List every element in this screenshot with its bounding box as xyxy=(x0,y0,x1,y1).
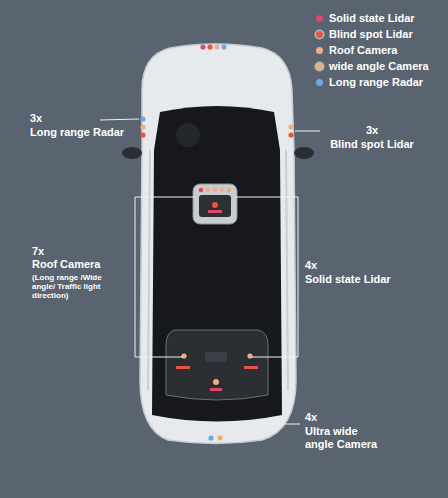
legend-row: Solid state Lidar xyxy=(316,10,429,26)
callout-label: 4x xyxy=(305,259,317,272)
callout-label: 3x xyxy=(322,124,422,137)
note-text: (Long range /Wide angle/ Traffic light d… xyxy=(32,273,114,300)
legend-swatch xyxy=(316,63,323,70)
legend-row: wide angle Camera xyxy=(316,58,429,74)
callout-label: 7x xyxy=(32,245,44,258)
rear-module xyxy=(166,330,268,400)
legend-swatch xyxy=(316,31,323,38)
callout-label: Ultra wide angle Camera xyxy=(305,425,385,451)
legend-swatch xyxy=(316,47,323,54)
legend-text: Blind spot Lidar xyxy=(329,28,413,41)
roof-shade xyxy=(176,123,200,147)
legend-swatch xyxy=(316,15,323,22)
car-body xyxy=(140,44,296,444)
roof-pod xyxy=(193,184,237,224)
callout-label: Roof Camera xyxy=(32,258,100,271)
legend-text: Roof Camera xyxy=(329,44,397,57)
legend-row: Blind spot Lidar xyxy=(316,26,429,42)
legend-text: Long range Radar xyxy=(329,76,423,89)
legend-row: Long range Radar xyxy=(316,74,429,90)
glass-roof xyxy=(152,106,282,422)
legend-row: Roof Camera xyxy=(316,42,429,58)
callout-label: 3x xyxy=(30,112,42,125)
legend-text: Solid state Lidar xyxy=(329,12,415,25)
callout-label: Solid state Lidar xyxy=(305,273,391,286)
mirror xyxy=(122,147,142,159)
legend-swatch xyxy=(316,79,323,86)
callout-label: Blind spot Lidar xyxy=(322,138,422,151)
legend-text: wide angle Camera xyxy=(329,60,429,73)
leader-line xyxy=(100,119,320,438)
callout-label: Long range Radar xyxy=(30,126,124,139)
roof-pod-window xyxy=(199,195,231,217)
callout-label: 4x xyxy=(305,411,317,424)
mirror xyxy=(294,147,314,159)
legend: Solid state LidarBlind spot LidarRoof Ca… xyxy=(316,10,429,90)
